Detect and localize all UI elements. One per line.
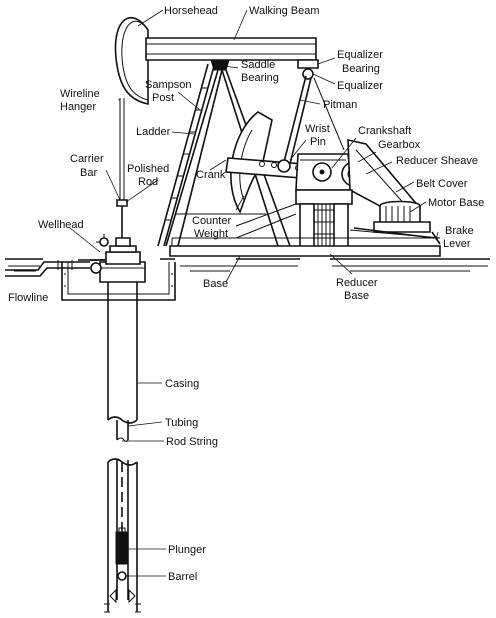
label-saddle-bearing-line2: Bearing (241, 72, 279, 84)
label-crank: Crank (196, 169, 226, 181)
label-reducer-base-line1: Reducer (336, 277, 378, 289)
label-equalizer-bearing-line1: Equalizer (337, 49, 383, 61)
label-flowline: Flowline (8, 292, 48, 304)
label-rod-string: Rod String (166, 436, 218, 448)
label-carrier-bar-line1: Carrier (70, 153, 104, 165)
label-tubing: Tubing (165, 417, 198, 429)
equalizer-assembly (297, 59, 319, 80)
wellhead-assembly (90, 234, 141, 274)
label-carrier-bar-line2: Bar (80, 167, 97, 179)
label-gearbox: Gearbox (378, 139, 421, 151)
label-equalizer-bearing-line2: Bearing (342, 63, 380, 75)
label-wireline-hanger-line1: Wireline (60, 88, 100, 100)
reducer-base (295, 189, 353, 253)
label-sampson-post-line1: Sampson (145, 79, 191, 91)
leader-lines (69, 9, 439, 577)
label-wireline-hanger-line2: Hanger (60, 101, 96, 113)
label-base: Base (203, 278, 228, 290)
casing (99, 261, 146, 424)
label-ladder: Ladder (136, 126, 171, 138)
label-polished-rod-line1: Polished (127, 163, 169, 175)
gearbox (295, 153, 353, 191)
label-equalizer: Equalizer (337, 80, 383, 92)
ground (5, 258, 490, 272)
label-counter-weight-line1: Counter (192, 215, 231, 227)
label-wrist-pin-line2: Pin (310, 136, 326, 148)
walking-beam (145, 37, 317, 61)
label-belt-cover: Belt Cover (416, 178, 468, 190)
label-walking-beam: Walking Beam (249, 5, 320, 17)
label-brake-lever-line2: Lever (443, 238, 471, 250)
label-sampson-post-line2: Post (152, 92, 174, 104)
downhole-pump (104, 458, 141, 613)
label-reducer-base-line2: Base (344, 290, 369, 302)
label-crankshaft: Crankshaft (358, 125, 411, 137)
label-saddle-bearing-line1: Saddle (241, 59, 275, 71)
label-brake-lever-line1: Brake (445, 225, 474, 237)
flowline-pipe (5, 260, 90, 277)
label-polished-rod-line2: Rod (138, 176, 158, 188)
motor (373, 200, 431, 233)
well-cellar (61, 262, 176, 301)
label-barrel: Barrel (168, 571, 197, 583)
label-motor-base: Motor Base (428, 197, 484, 209)
polished-rod-and-wireline (116, 98, 128, 238)
label-wellhead: Wellhead (38, 219, 84, 231)
ladder (157, 63, 215, 247)
label-casing: Casing (165, 378, 199, 390)
horsehead (114, 17, 149, 105)
label-plunger: Plunger (168, 544, 206, 556)
label-horsehead: Horsehead (164, 5, 218, 17)
base-frame (169, 203, 441, 257)
label-wrist-pin-line1: Wrist (305, 123, 330, 135)
label-reducer-sheave: Reducer Sheave (396, 155, 478, 167)
diagram-labels: Horsehead Walking Beam Saddle Bearing Eq… (8, 5, 484, 583)
pitman-arms (283, 75, 345, 165)
label-counter-weight-line2: Weight (194, 228, 228, 240)
label-pitman: Pitman (323, 99, 357, 111)
